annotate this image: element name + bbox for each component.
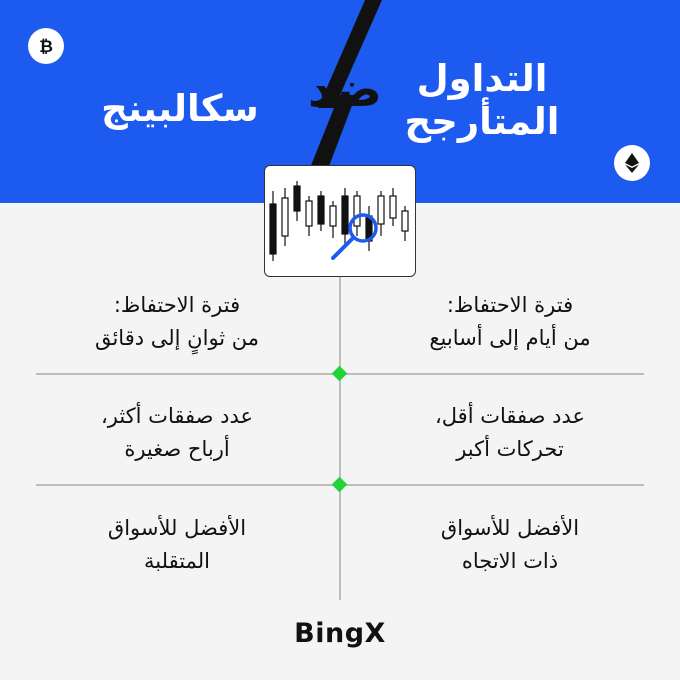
scalping-trade-count: عدد صفقات أكثر، أرباح صغيرة: [52, 400, 302, 465]
swing-holding-period: فترة الاحتفاظ: من أيام إلى أسابيع: [385, 289, 635, 354]
bitcoin-coin-icon: ₿: [28, 28, 64, 64]
cell-line: من ثوانٍ إلى دقائق: [94, 325, 260, 350]
cell-line: من أيام إلى أسابيع: [429, 325, 591, 350]
cell-line: الأفضل للأسواق: [440, 516, 580, 540]
cell-line: فترة الاحتفاظ:: [113, 293, 241, 317]
cell-line: الأفضل للأسواق: [107, 516, 247, 540]
title-line: المتأرجح: [404, 99, 560, 143]
cell-line: فترة الاحتفاظ:: [446, 293, 574, 317]
bingx-logo: BingX: [294, 618, 386, 649]
title-line: التداول: [416, 57, 548, 100]
versus-label: ضد: [307, 62, 383, 118]
ethereum-coin-icon: [614, 145, 650, 181]
swing-trade-count: عدد صفقات أقل، تحركات أكبر: [385, 400, 635, 465]
candlestick-magnifier-icon: [264, 165, 416, 277]
green-diamond-icon: [331, 476, 348, 493]
green-diamond-icon: [331, 365, 348, 382]
cell-line: عدد صفقات أقل،: [434, 404, 586, 428]
scalping-best-market: الأفضل للأسواق المتقلبة: [52, 512, 302, 577]
swing-trading-title: التداول المتأرجح: [382, 57, 582, 143]
svg-text:₿: ₿: [39, 37, 53, 57]
cell-line: المتقلبة: [144, 548, 210, 573]
lightning-bolt-divider: [296, 0, 382, 203]
swing-best-market: الأفضل للأسواق ذات الاتجاه: [385, 512, 635, 577]
cell-line: تحركات أكبر: [456, 436, 564, 461]
scalping-title: سكالبينج: [101, 87, 259, 130]
cell-line: ذات الاتجاه: [461, 548, 559, 573]
column-divider: [339, 277, 341, 600]
cell-line: أرباح صغيرة: [124, 436, 230, 461]
cell-line: عدد صفقات أكثر،: [100, 404, 254, 428]
scalping-holding-period: فترة الاحتفاظ: من ثوانٍ إلى دقائق: [52, 289, 302, 354]
